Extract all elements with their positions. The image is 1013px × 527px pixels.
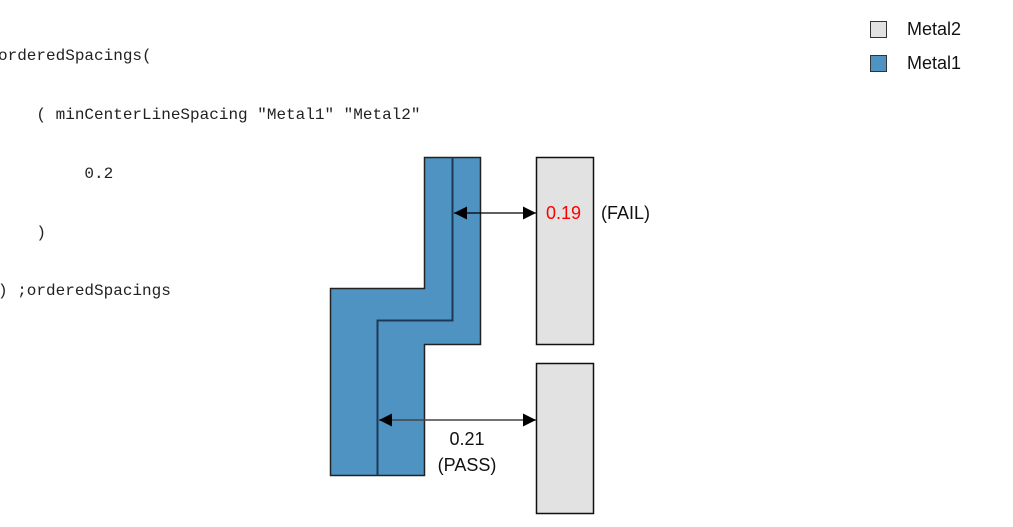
code-line: ( minCenterLineSpacing "Metal1" "Metal2": [0, 105, 421, 124]
pass-status-label: (PASS): [438, 455, 497, 475]
rule-code-block: orderedSpacings( ( minCenterLineSpacing …: [0, 8, 420, 322]
fail-spacing-value: 0.19: [546, 203, 581, 223]
legend: Metal2 Metal1: [870, 12, 961, 80]
code-line: ) ;orderedSpacings: [0, 282, 171, 301]
metal1-shape: [329, 156, 482, 477]
pass-spacing-value: 0.21: [449, 429, 484, 449]
metal2-shape-upper: [535, 156, 595, 346]
metal2-swatch: [870, 20, 887, 38]
metal1-centerline: [376, 157, 454, 476]
legend-label: Metal2: [907, 18, 962, 39]
code-line: ): [0, 223, 47, 242]
legend-item-metal1: Metal1: [870, 46, 961, 80]
metal2-shape-lower: [535, 362, 595, 515]
legend-item-metal2: Metal2: [870, 12, 961, 46]
code-line: orderedSpacings(: [0, 47, 152, 66]
metal1-swatch: [870, 54, 887, 72]
fail-status-label: (FAIL): [601, 203, 650, 223]
code-line: 0.2: [0, 164, 114, 183]
legend-label: Metal1: [907, 52, 962, 73]
